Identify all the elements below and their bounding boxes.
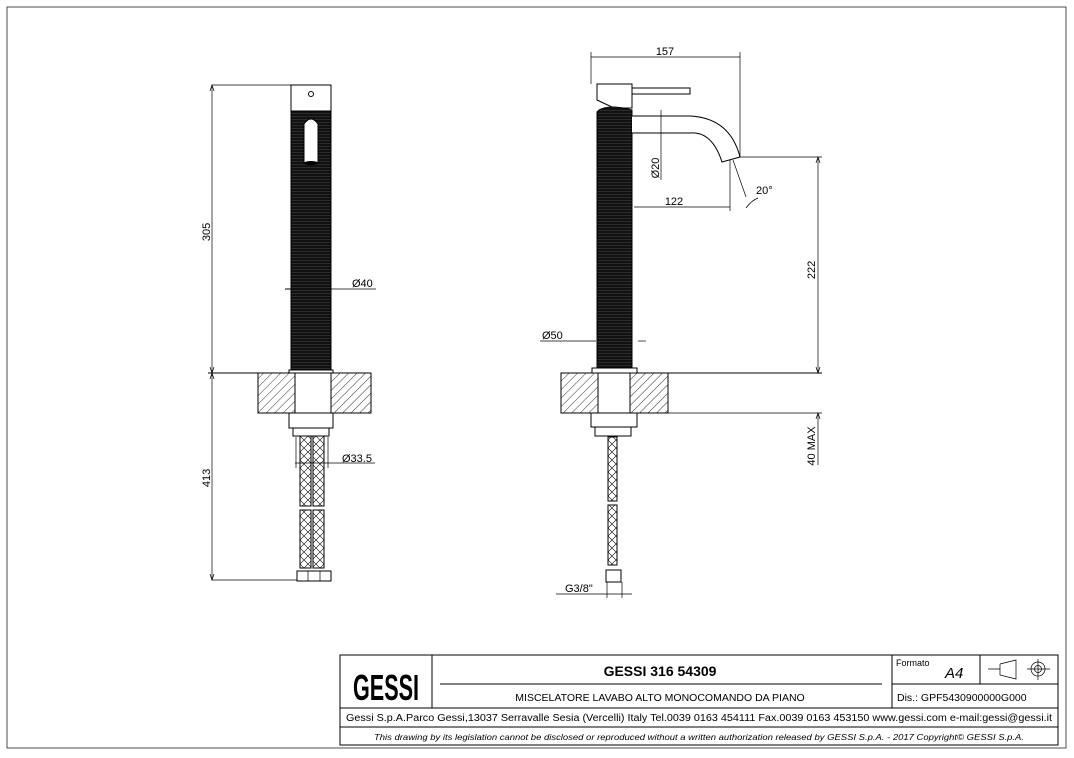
dim-40-max: 40 MAX: [806, 426, 818, 466]
side-view: 157 Ø20 122 20° 222 40 MAX Ø50 G3/8": [540, 46, 822, 598]
lever-handle: [631, 87, 691, 95]
dim-157: 157: [656, 46, 674, 58]
hose-left: [299, 435, 312, 507]
title-block: GESSI GESSI 316 54309 MISCELATORE LAVABO…: [339, 654, 1059, 746]
lever-cap: [290, 84, 332, 112]
spout-opening: [303, 118, 319, 164]
front-view: 305 413 Ø40 Ø33.5: [201, 83, 376, 582]
lever-housing: [596, 83, 633, 109]
deck-section-right: [629, 372, 669, 414]
fixing-nut: [590, 412, 638, 428]
drawing-title: GESSI 316 54309: [604, 663, 717, 679]
dim-122: 122: [665, 196, 683, 208]
dim-305: 305: [201, 223, 213, 241]
spout: [632, 115, 741, 163]
dim-diameter-20: Ø20: [650, 158, 662, 179]
indicator-dot-icon: [308, 91, 314, 97]
copyright-notice: This drawing by its legislation cannot b…: [374, 732, 1024, 742]
drawing-description: MISCELATORE LAVABO ALTO MONOCOMANDO DA P…: [515, 692, 804, 704]
dim-thread: G3/8": [565, 583, 593, 595]
deck-section-right: [330, 372, 372, 414]
format-value: A4: [944, 665, 963, 682]
deck-section-left: [560, 372, 599, 414]
projection-symbol-icon: [988, 659, 1050, 680]
deck-section-left: [257, 372, 296, 414]
dim-222: 222: [806, 261, 818, 279]
dim-diameter-33-5: Ø33.5: [342, 453, 372, 465]
hose-right: [312, 435, 325, 507]
gessi-logo: GESSI: [353, 667, 419, 708]
dim-angle-20: 20°: [756, 185, 773, 197]
hose: [607, 436, 618, 502]
hose-nut: [605, 569, 622, 583]
page-frame: [6, 6, 1067, 749]
fixing-nut: [288, 412, 334, 429]
company-address: Gessi S.p.A.Parco Gessi,13037 Serravalle…: [346, 713, 1052, 724]
format-label: Formato: [896, 658, 930, 668]
hose-nuts: [296, 570, 332, 582]
dim-diameter-50: Ø50: [542, 330, 563, 342]
dim-413: 413: [201, 469, 213, 487]
dim-diameter-40: Ø40: [352, 278, 373, 290]
side-body: [596, 106, 633, 369]
drawing-number: Dis.: GPF5430900000G000: [897, 692, 1027, 704]
